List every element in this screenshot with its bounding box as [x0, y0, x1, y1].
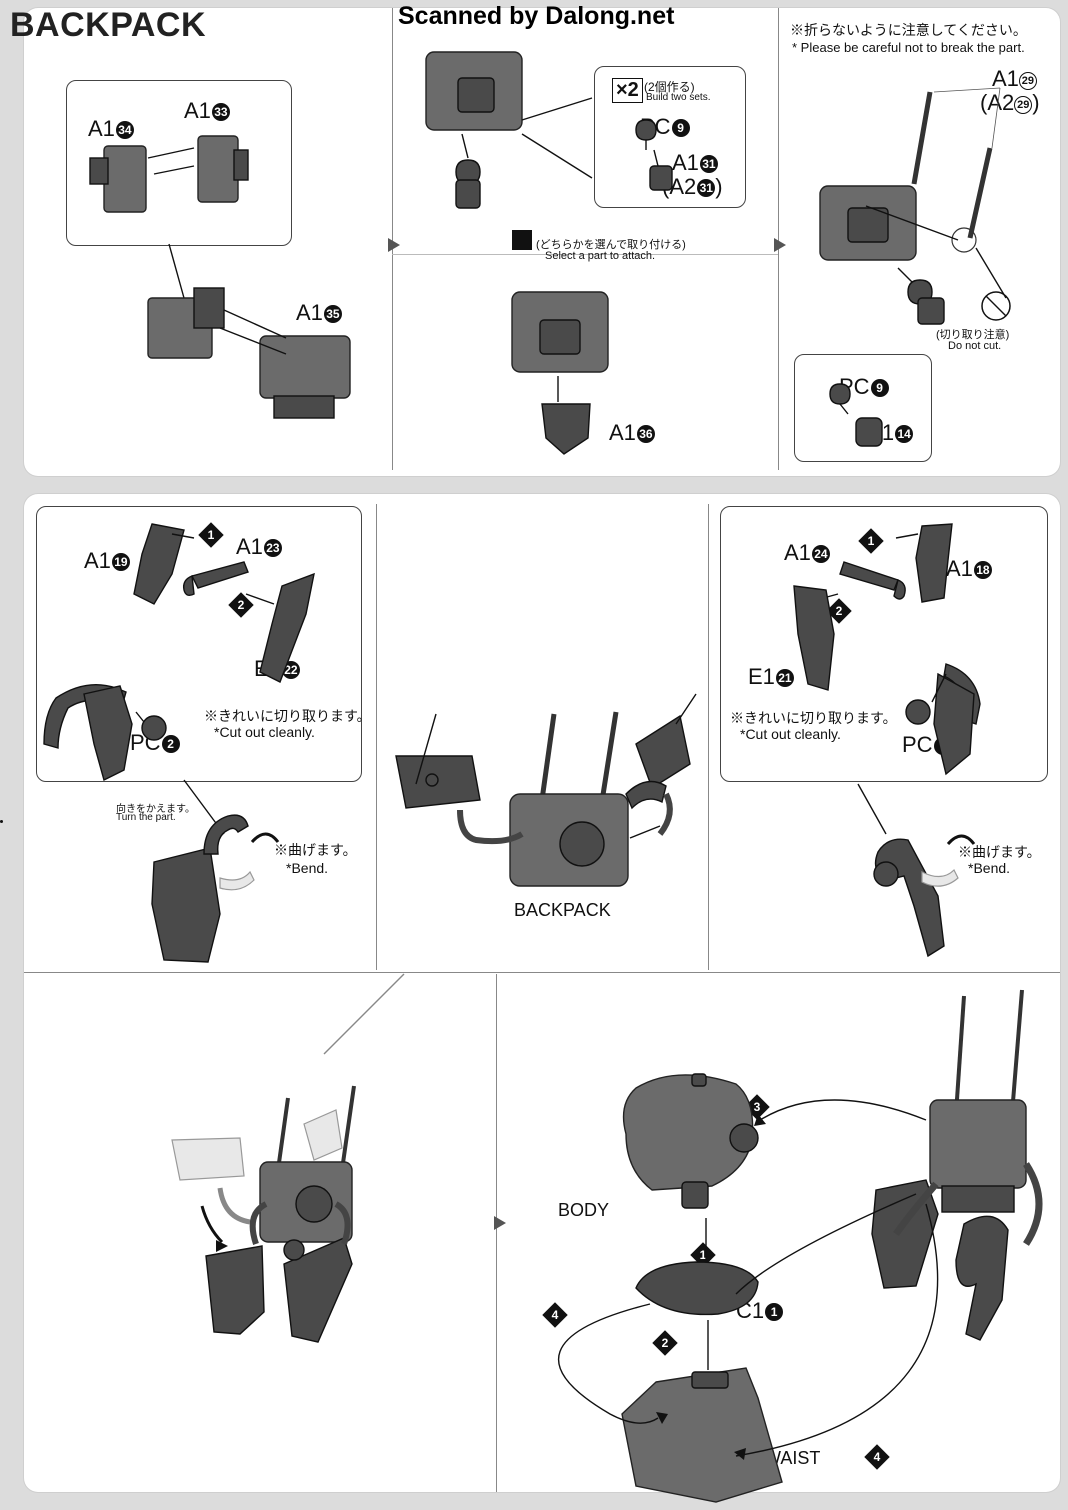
left-arm-illustration [43, 523, 315, 963]
multiplier-badge: ×2 [612, 78, 643, 103]
divider [392, 254, 778, 255]
divider [496, 974, 497, 1492]
bend-note-en-right: *Bend. [968, 860, 1011, 876]
next-step-arrow [774, 238, 786, 252]
bend-note-jp: ※曲げます。 [274, 842, 357, 858]
nocut-en: Do not cut. [948, 340, 1002, 352]
divider [24, 972, 1060, 973]
divider [376, 504, 377, 970]
final-assembly-illustration [557, 989, 1043, 1503]
turn-note-jp: 向きをかえます。 [116, 804, 195, 815]
bend-note-jp-right: ※曲げます。 [958, 844, 1041, 860]
backpack-label: BACKPACK [514, 900, 611, 920]
right-arm-illustration [793, 523, 981, 958]
select-icon [512, 230, 532, 250]
warn-break-en: * Please be careful not to break the par… [792, 40, 1025, 55]
page-title: BACKPACK [10, 6, 207, 44]
turn-note-en: Turn the part. [116, 812, 176, 823]
build-two-en: Build two sets. [646, 92, 711, 103]
divider [708, 504, 709, 970]
warn-break-jp: ※折らないように注意してください。 [790, 22, 1027, 38]
cut-note-en-right: *Cut out cleanly. [740, 726, 841, 742]
step3-illustration [819, 87, 1011, 447]
build-two-jp: (2個作る) [644, 80, 695, 94]
cut-note-jp-right: ※きれいに切り取ります。 [730, 710, 897, 726]
scan-dot [0, 820, 3, 823]
backpack-swing-illustration [171, 973, 405, 1343]
waist-label: WAIST [764, 1448, 821, 1468]
select-note-jp: (どちらかを選んで取り付ける) [536, 239, 686, 251]
detail-bubble-left [36, 506, 362, 782]
next-step-arrow [494, 1216, 506, 1230]
cut-note-en: *Cut out cleanly. [214, 724, 315, 740]
select-note-en: Select a part to attach. [545, 250, 656, 262]
next-step-arrow [388, 238, 400, 252]
step2-illustration [425, 51, 673, 455]
center-backpack-illustration [395, 693, 697, 887]
cut-note-jp: ※きれいに切り取ります。 [204, 708, 371, 724]
detail-bubble-right [720, 506, 1048, 782]
body-label: BODY [558, 1200, 610, 1220]
bend-note-en: *Bend. [286, 860, 329, 876]
nocut-jp: (切り取り注意) [936, 329, 1010, 341]
scan-credit: Scanned by Dalong.net [398, 2, 675, 30]
step1-illustration [89, 135, 351, 419]
